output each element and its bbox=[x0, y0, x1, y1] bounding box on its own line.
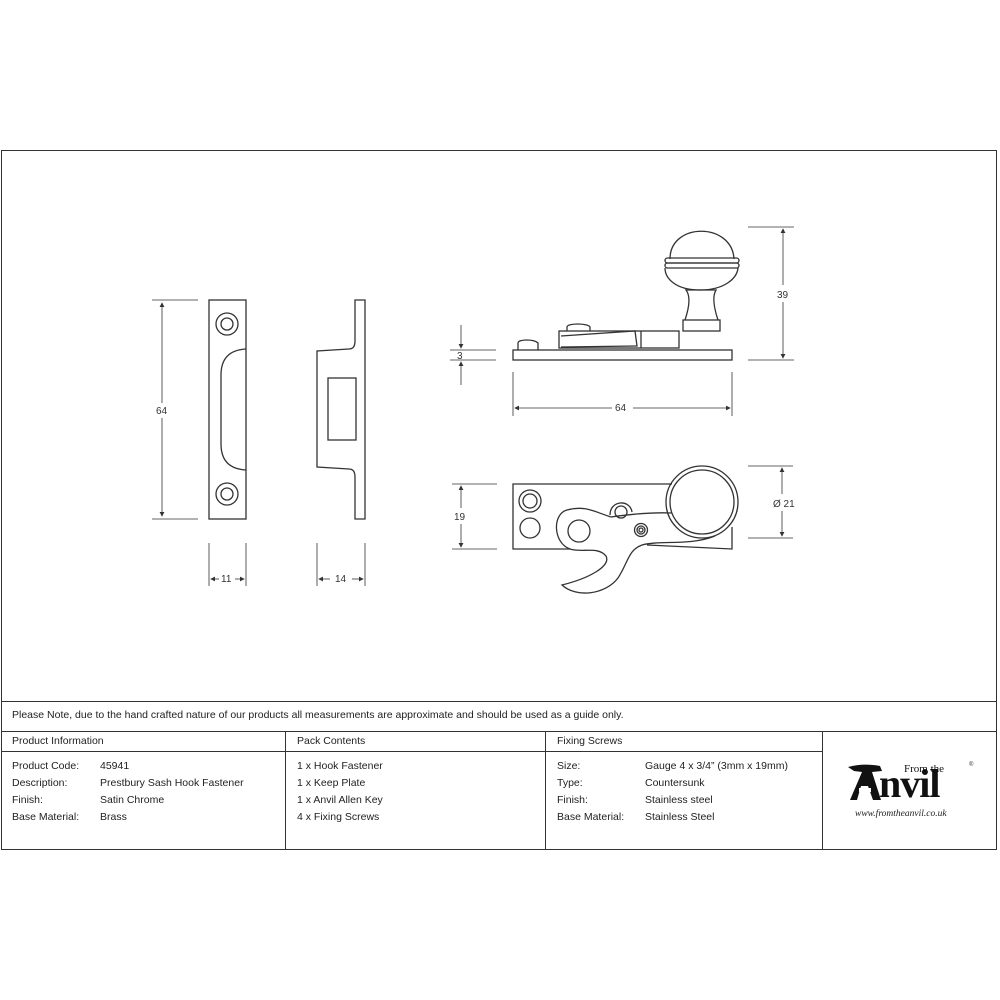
drawing-frame bbox=[1, 150, 997, 850]
from-the-anvil-logo: From the nvil ® www.fromtheanvil.co.uk bbox=[848, 760, 978, 825]
info-value: 45941 bbox=[100, 760, 130, 772]
anvil-icon bbox=[848, 764, 882, 800]
product-information-heading: Product Information bbox=[12, 735, 104, 747]
info-value: Prestbury Sash Hook Fastener bbox=[100, 777, 244, 789]
info-label: Product Code: bbox=[12, 760, 80, 772]
keep-plate-side-view bbox=[316, 299, 366, 520]
pack-contents-heading: Pack Contents bbox=[297, 735, 366, 747]
logo-from-the: From the bbox=[904, 763, 945, 775]
info-label: Finish: bbox=[12, 794, 43, 806]
dim-keep-plate-width: 11 bbox=[221, 574, 232, 585]
divider bbox=[285, 731, 286, 850]
divider bbox=[822, 731, 823, 850]
fixing-screws-heading: Fixing Screws bbox=[557, 735, 623, 747]
info-label: Base Material: bbox=[12, 811, 80, 823]
keep-plate-front-view bbox=[208, 299, 247, 520]
divider bbox=[545, 731, 546, 850]
dim-fastener-width: 19 bbox=[454, 512, 466, 523]
screw-value: Stainless Steel bbox=[645, 811, 715, 823]
info-value: Brass bbox=[100, 811, 127, 823]
screw-label: Type: bbox=[557, 777, 583, 789]
pack-item: 4 x Fixing Screws bbox=[297, 811, 380, 823]
divider bbox=[1, 731, 997, 732]
screw-value: Stainless steel bbox=[645, 794, 713, 806]
logo-registered-mark: ® bbox=[969, 762, 974, 768]
logo-url: www.fromtheanvil.co.uk bbox=[855, 809, 947, 819]
screw-value: Gauge 4 x 3/4” (3mm x 19mm) bbox=[645, 760, 788, 772]
dim-fastener-height: 39 bbox=[777, 290, 789, 301]
fastener-side-elevation bbox=[512, 230, 740, 361]
screw-label: Base Material: bbox=[557, 811, 625, 823]
dim-fastener-length: 64 bbox=[615, 403, 627, 414]
info-value: Satin Chrome bbox=[100, 794, 165, 806]
screw-label: Finish: bbox=[557, 794, 588, 806]
screw-value: Countersunk bbox=[645, 777, 705, 789]
dim-knob-diameter: Ø 21 bbox=[773, 499, 795, 510]
fastener-plan-view bbox=[512, 465, 739, 594]
pack-item: 1 x Hook Fastener bbox=[297, 760, 383, 772]
divider bbox=[1, 701, 997, 702]
screw-label: Size: bbox=[557, 760, 581, 772]
logo-anvil-text: nvil bbox=[879, 761, 940, 806]
dim-base-thickness: 3 bbox=[457, 351, 463, 362]
pack-item: 1 x Anvil Allen Key bbox=[297, 794, 383, 806]
pack-item: 1 x Keep Plate bbox=[297, 777, 366, 789]
divider bbox=[1, 751, 822, 752]
measurement-note: Please Note, due to the hand crafted nat… bbox=[12, 709, 624, 721]
dim-keep-plate-depth: 14 bbox=[335, 574, 347, 585]
dim-keep-plate-height: 64 bbox=[156, 406, 168, 417]
info-label: Description: bbox=[12, 777, 68, 789]
